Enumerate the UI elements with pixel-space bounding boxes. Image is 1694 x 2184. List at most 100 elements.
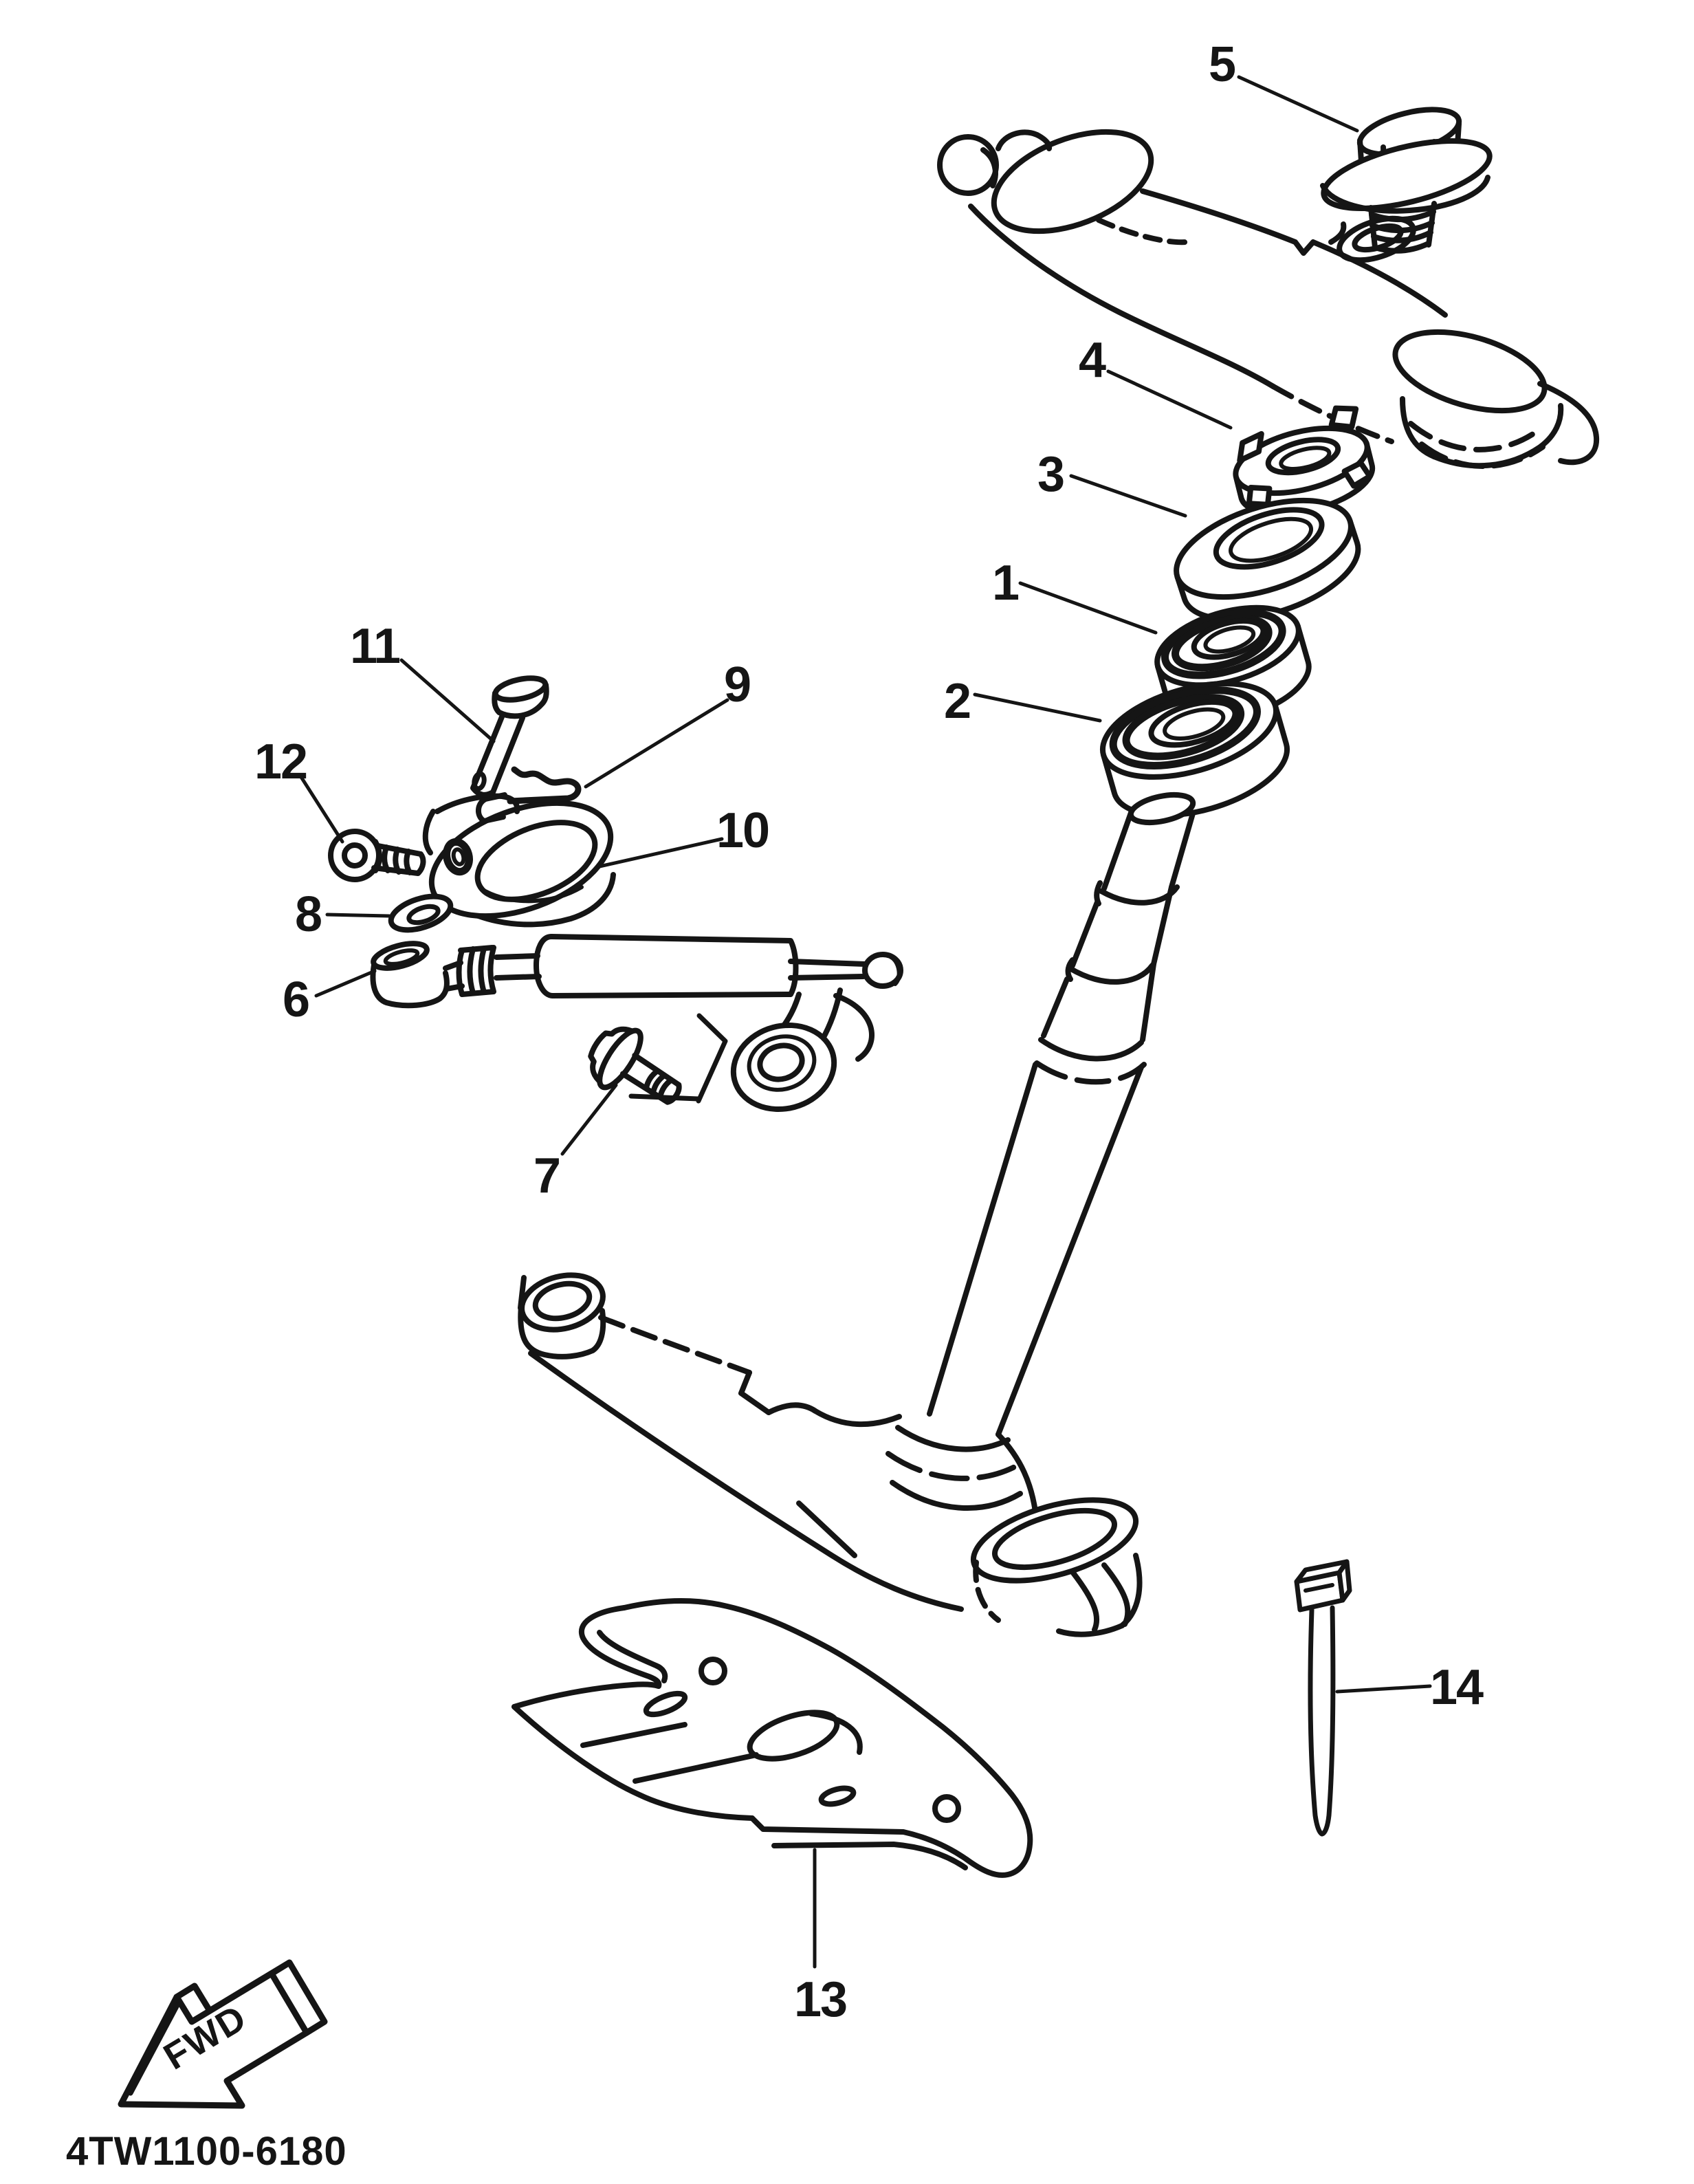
bearing2-hole [1148, 699, 1238, 748]
lclamp-left-boss-hole [532, 1280, 593, 1322]
crown-bar-seat-opening [991, 129, 1154, 234]
damper-balljoint-top [371, 941, 430, 971]
part-clip-9 [507, 766, 582, 805]
stem-base-rib1 [895, 1425, 1011, 1452]
lclamp-arm-edge [528, 1351, 964, 1612]
leader-1 [1018, 581, 1158, 635]
lclamp-notch [738, 1370, 771, 1415]
callout-5: 5 [1209, 37, 1235, 92]
lclamp-left-boss [519, 1272, 606, 1333]
crown-right-tip [1537, 381, 1600, 466]
part-clevis-pin-11 [470, 675, 549, 798]
leader-12 [299, 775, 344, 844]
stem-base-rib2 [886, 1451, 1019, 1481]
callout-8: 8 [295, 887, 321, 942]
stem-sec1 [1101, 810, 1196, 891]
nut4-hole [1265, 437, 1341, 476]
tie14-strap [1308, 1605, 1336, 1837]
leader-2 [973, 692, 1102, 723]
stem-lower [927, 1062, 1144, 1437]
pin11-shaft [470, 712, 525, 798]
part-collar-10 [422, 792, 616, 928]
callout-12: 12 [254, 734, 307, 789]
tie14-head-slot [1304, 1583, 1334, 1593]
bolt5-threads [1369, 209, 1436, 254]
lclamp-right-boss-seams [1070, 1562, 1131, 1632]
leader-5 [1237, 75, 1359, 133]
callout-3: 3 [1037, 447, 1064, 502]
stem-base-rib3 [890, 1480, 1023, 1511]
crown-bottom-edge [968, 204, 1276, 389]
stem-sec2 [1070, 884, 1174, 968]
crown-seat-shade [1096, 217, 1189, 245]
seal3-hole [1213, 507, 1325, 570]
clip9-squiggle [507, 766, 582, 805]
callout-labels: 1 2 3 4 5 6 7 8 9 10 11 12 13 14 [254, 37, 1485, 2027]
damper-clevis-eye-hole [757, 1042, 805, 1082]
callout-13: 13 [794, 1972, 846, 2027]
part-guard-13 [512, 1597, 1033, 1878]
lclamp-right-boss-wall-left [973, 1560, 1001, 1623]
callout-1: 1 [992, 556, 1019, 611]
part-upper-triple-clamp [937, 129, 1600, 469]
stem-base-right [996, 1432, 1038, 1514]
part-cable-tie-14 [1294, 1559, 1352, 1837]
guard13-hook-inner [597, 1630, 668, 1683]
leader-3 [1069, 474, 1187, 518]
lclamp-top-edge [598, 1315, 752, 1375]
lclamp-inner-line [796, 1500, 857, 1558]
part-steering-stem-under-bracket [518, 791, 1196, 1637]
damper-balljoint-inner [383, 948, 420, 966]
crown-stem-boss-opening [1392, 329, 1548, 414]
guard13-boss-bump [808, 1711, 863, 1755]
stem-band3b [1034, 1060, 1147, 1085]
callout-2: 2 [944, 674, 970, 729]
bolt7-head [588, 1026, 637, 1086]
bolt7-flange [597, 1027, 644, 1091]
collar10-opening [474, 820, 598, 902]
callout-14: 14 [1430, 1660, 1484, 1715]
seal3-hole-inner [1229, 516, 1314, 563]
callout-11: 11 [350, 619, 400, 674]
bearing1-ring-b [1172, 615, 1273, 672]
nut4-tab-nw [1237, 430, 1264, 463]
fwd-arrow-front [118, 1970, 310, 2109]
leader-14 [1335, 1684, 1432, 1694]
leader-6 [314, 969, 377, 998]
guard13-wing-bottom [512, 1704, 755, 1821]
part-bearing-2 [1099, 681, 1290, 818]
damper-cyl-cap [534, 934, 556, 998]
bolt12-head [328, 829, 382, 882]
nut4-tab-se [1341, 460, 1373, 489]
guard13-bottom-rim2 [771, 1842, 968, 1870]
guard13-slot-bottom [818, 1785, 857, 1807]
pin11-head-top [492, 675, 549, 703]
collar10-body [428, 800, 614, 919]
leader-4 [1106, 369, 1233, 430]
pin11-hole [472, 771, 487, 791]
part-flange-bolt-5 [1320, 107, 1493, 254]
crown-left-knob [937, 134, 999, 196]
bolt12-socket [342, 842, 368, 869]
callout-10: 10 [716, 803, 769, 858]
stem-sec3 [1041, 961, 1156, 1042]
crown-boss-band-2 [1419, 441, 1546, 469]
bearing2-ring-a [1109, 686, 1261, 769]
fwd-arrow [118, 1959, 328, 2109]
guard13-ridges [580, 1722, 759, 1784]
guard13-hole-top [698, 1657, 727, 1685]
bearing1-hole-inner [1203, 625, 1256, 654]
bolt5-flange [1321, 138, 1493, 212]
guard13-hook [579, 1605, 662, 1689]
callout-4: 4 [1079, 333, 1106, 388]
guard13-hole-right [932, 1794, 961, 1823]
damper-adjuster [456, 945, 496, 997]
washer8-outer [388, 893, 454, 933]
guard13-center-hole [747, 1710, 840, 1762]
crown-top-edge [1140, 188, 1448, 318]
damper-clevis-eye-mid [747, 1034, 817, 1092]
bearing2-hole-inner [1163, 707, 1226, 741]
part-dust-seal-3 [1174, 497, 1361, 622]
part-steering-damper-6 [370, 934, 903, 1113]
